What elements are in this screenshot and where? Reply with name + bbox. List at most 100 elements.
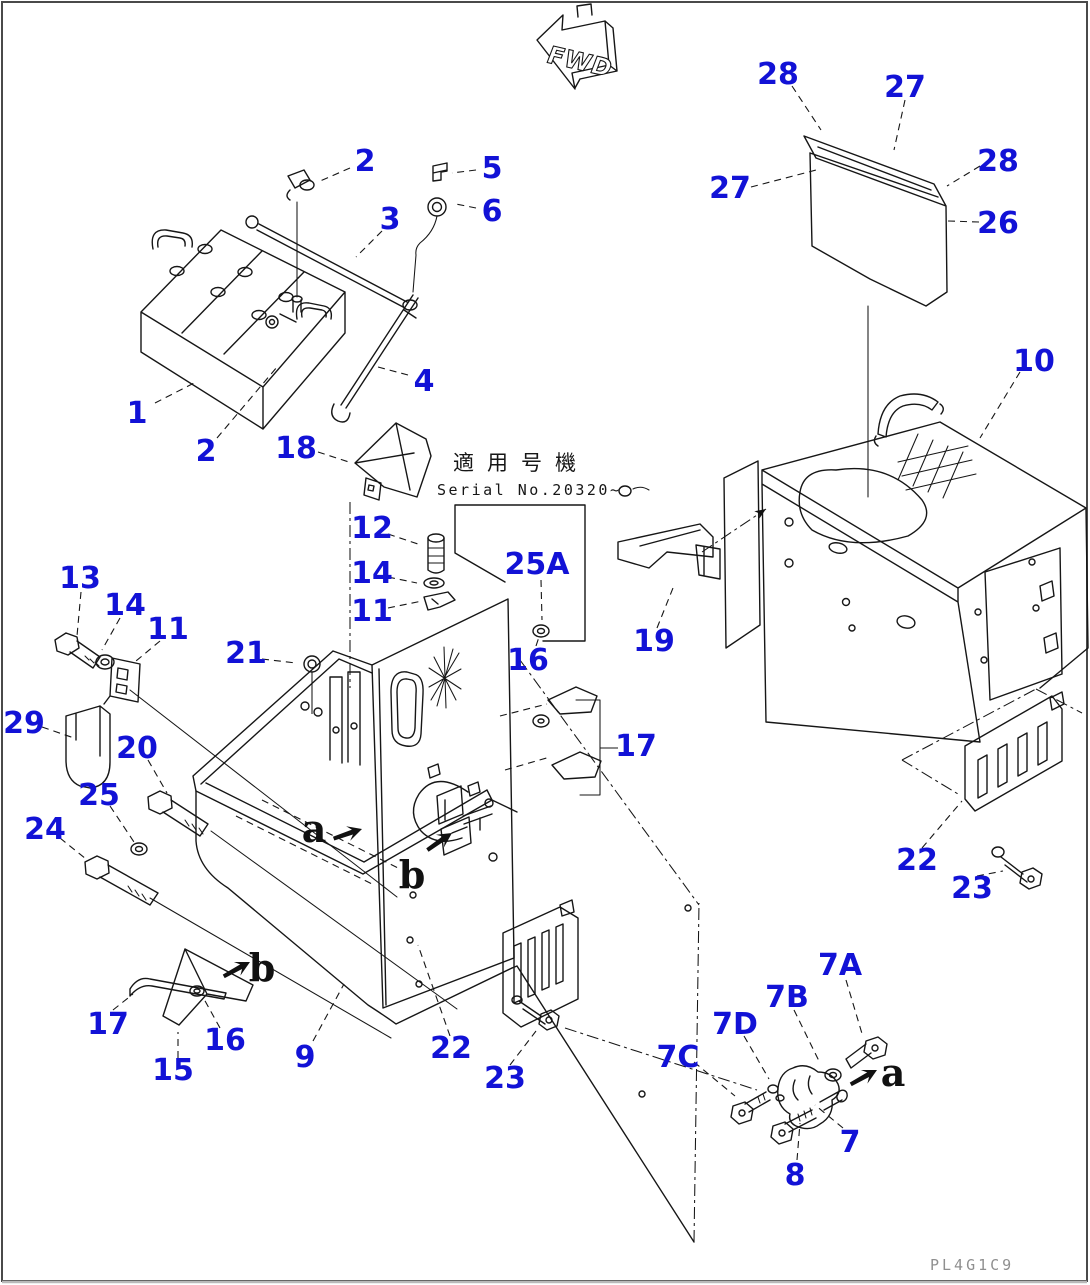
callout-7A: 7A [818,948,863,983]
cover-handle [873,393,944,447]
box-cover-part-10 [723,393,1089,890]
doc-code: PL4G1C9 [930,1256,1014,1274]
callout-7C: 7C [657,1040,700,1075]
swung-panel [491,659,700,1243]
callout-18: 18 [275,431,317,466]
callout-22: 22 [896,843,938,878]
leader-lines [41,85,1021,1161]
callout-5: 5 [482,151,503,186]
fwd-label: FWD [543,41,617,82]
callout-6: 6 [482,194,503,229]
strip-17-bottom [129,977,227,1000]
washer-14-mid [423,577,445,589]
bolt-7A [845,1036,888,1069]
fwd-arrow-marker: FWD [536,3,618,90]
battery-frame-part-9 [129,598,700,1243]
wing-nut-5 [432,162,448,182]
serial-note-en: Serial No.20320~ [437,481,622,499]
bolt-12-stack [423,533,456,611]
left-hardware [54,632,209,906]
callout-1: 1 [127,396,148,431]
star-mesh [428,646,462,709]
callout-7B: 7B [765,980,809,1015]
callout-2: 2 [196,434,217,469]
callout-14: 14 [104,588,146,623]
callout-2: 2 [355,144,376,179]
callout-16: 16 [204,1023,246,1058]
clip-11-left [103,657,141,705]
side-panel-with-handle [371,598,515,1009]
bolt-8 [770,1107,817,1145]
washer-25 [130,842,148,856]
callout-28: 28 [977,144,1019,179]
washer-7B [824,1068,842,1082]
vent-mesh [897,433,977,499]
callout-23: 23 [484,1061,526,1096]
callout-4: 4 [414,364,435,399]
bolt-24 [84,855,159,906]
battery-part-1 [140,162,448,430]
latch-assembly [412,780,493,856]
washer-14-left [95,654,115,670]
callout-13: 13 [59,561,101,596]
valve-body-7 [777,1065,843,1130]
callout-17: 17 [87,1007,129,1042]
view-arrow-a [331,823,364,845]
cover-part-26 [803,135,948,498]
callout-11: 11 [147,612,189,647]
view-letter-a: a [302,806,327,851]
hook-rod-4 [331,294,419,423]
clamp-29 [65,705,111,789]
callout-25A: 25A [505,547,571,582]
view-letter-b: b [399,852,426,897]
callout-25: 25 [78,778,120,813]
callout-20: 20 [116,731,158,766]
callout-21: 21 [225,636,267,671]
callout-3: 3 [380,202,401,237]
callout-11: 11 [351,594,393,629]
slotted-cover-right-22 [964,691,1065,812]
view-arrow-a [846,1064,881,1090]
pointer-bracket-15 [162,948,254,1026]
battery-handle [151,229,333,320]
callout-17: 17 [615,729,657,764]
view-letter-a: a [881,1050,906,1095]
callout-24: 24 [24,812,66,847]
view-direction-labels: a b b a [219,806,906,1095]
callout-10: 10 [1013,344,1055,379]
nut-6 [412,197,447,293]
pointer-bracket-19 [617,505,769,580]
callout-26: 26 [977,206,1019,241]
bottom-left-group [129,948,254,1026]
slotted-cover-bottom-22 [502,899,579,1031]
serial-note-jp: 適用号機 [453,451,589,475]
callout-22: 22 [430,1031,472,1066]
callout-15: 15 [152,1053,194,1088]
bolt-7C [730,1091,771,1125]
callout-28: 28 [757,57,799,92]
callout-29: 29 [3,706,45,741]
callout-14: 14 [351,556,393,591]
washer-16-bottom [189,985,205,997]
battery-terminal [265,201,303,329]
view-letter-b: b [249,945,276,990]
bolt-23-right [991,846,1043,890]
bolt-20 [147,790,209,837]
callout-27: 27 [884,70,926,105]
terminal-clamp-2 [286,169,315,201]
screw-21 [303,655,321,714]
valve-group-7 [564,1027,888,1145]
bolt-13 [54,632,101,669]
side-strips-17 [499,686,615,796]
callout-8: 8 [785,1158,806,1193]
callout-16: 16 [507,643,549,678]
callout-12: 12 [351,511,393,546]
callout-9: 9 [295,1040,316,1075]
clip-11-mid [423,591,456,611]
callout-23: 23 [951,871,993,906]
washers-7D [767,1084,785,1102]
callout-27: 27 [709,171,751,206]
